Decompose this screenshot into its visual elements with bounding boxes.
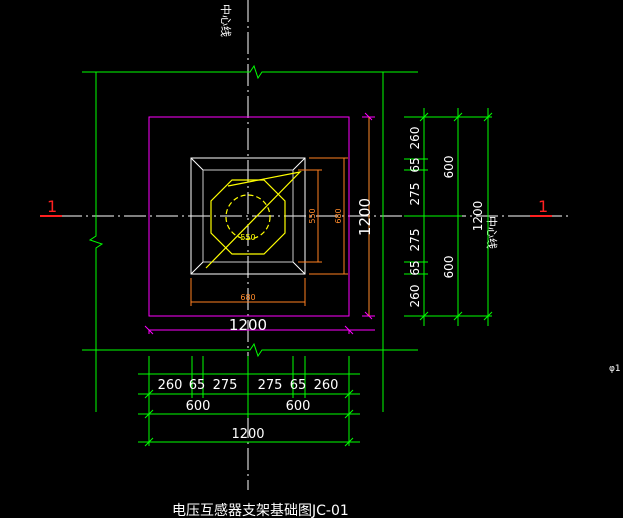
dim-text: 260 — [408, 285, 422, 308]
dim-text: 275 — [213, 378, 238, 393]
dim-text: 65 — [189, 378, 206, 393]
dim-text: 260 — [408, 127, 422, 150]
orange-vertical-inner-dimension: 550 — [308, 208, 317, 223]
dim-text: 65 — [408, 157, 422, 172]
centerline-label: 中心线 — [485, 216, 499, 249]
bottom-dimension-row-1: 260 65 275 275 65 260 — [158, 378, 339, 393]
dim-text: 260 — [158, 378, 183, 393]
magenta-horizontal-dimension: 1200 — [229, 316, 267, 334]
outer-boundary — [82, 64, 418, 412]
dim-text: 600 — [442, 256, 456, 279]
right-dimension-col-2: 600 600 — [442, 156, 456, 279]
edge-mark: φ1 — [609, 364, 621, 374]
right-dimension-col-1: 260 65 275 275 65 260 — [408, 127, 422, 308]
dim-text: 600 — [442, 156, 456, 179]
dim-text: 275 — [408, 183, 422, 206]
magenta-vertical-dimension: 1200 — [356, 198, 374, 236]
octagon-post — [205, 171, 302, 269]
right-dimension-total: 1200 — [471, 201, 485, 232]
bottom-dimension-row-2: 600 600 — [186, 399, 311, 414]
octagon-dimension: 550 — [240, 233, 255, 242]
orange-horizontal-dimension: 680 — [240, 293, 255, 302]
dim-text: 65 — [408, 260, 422, 275]
pedestal — [190, 157, 306, 275]
section-cut-left: 1 — [40, 197, 62, 217]
dim-text: 260 — [314, 378, 339, 393]
orange-vertical-outer-dimension: 680 — [334, 208, 343, 223]
drawing-title: 电压互感器支架基础图JC-01 — [172, 502, 349, 518]
right-dimension-lines — [404, 108, 493, 326]
svg-text:1: 1 — [538, 197, 548, 216]
dim-text: 600 — [186, 399, 211, 414]
dim-text: 275 — [408, 229, 422, 252]
orange-dimensions — [190, 157, 348, 306]
section-cut-right: 1 — [530, 197, 552, 217]
svg-text:1: 1 — [47, 197, 57, 216]
top-axis-label: 中心线 — [219, 4, 233, 37]
dim-text: 275 — [258, 378, 283, 393]
dim-text: 600 — [286, 399, 311, 414]
bottom-dimension-total: 1200 — [231, 427, 264, 442]
bottom-dimension-lines — [138, 356, 360, 447]
dim-text: 65 — [290, 378, 307, 393]
